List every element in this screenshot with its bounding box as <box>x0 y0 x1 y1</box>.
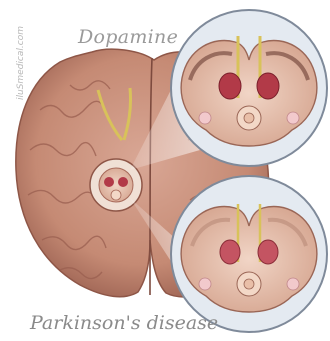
parkinsons-disease-label: Parkinson's disease <box>30 312 218 334</box>
normal-midbrain-section <box>171 10 327 166</box>
dopamine-label: Dopamine <box>78 26 178 48</box>
parkinson-midbrain-section <box>171 176 327 332</box>
watermark-text: iluSmedical.com <box>16 8 26 118</box>
